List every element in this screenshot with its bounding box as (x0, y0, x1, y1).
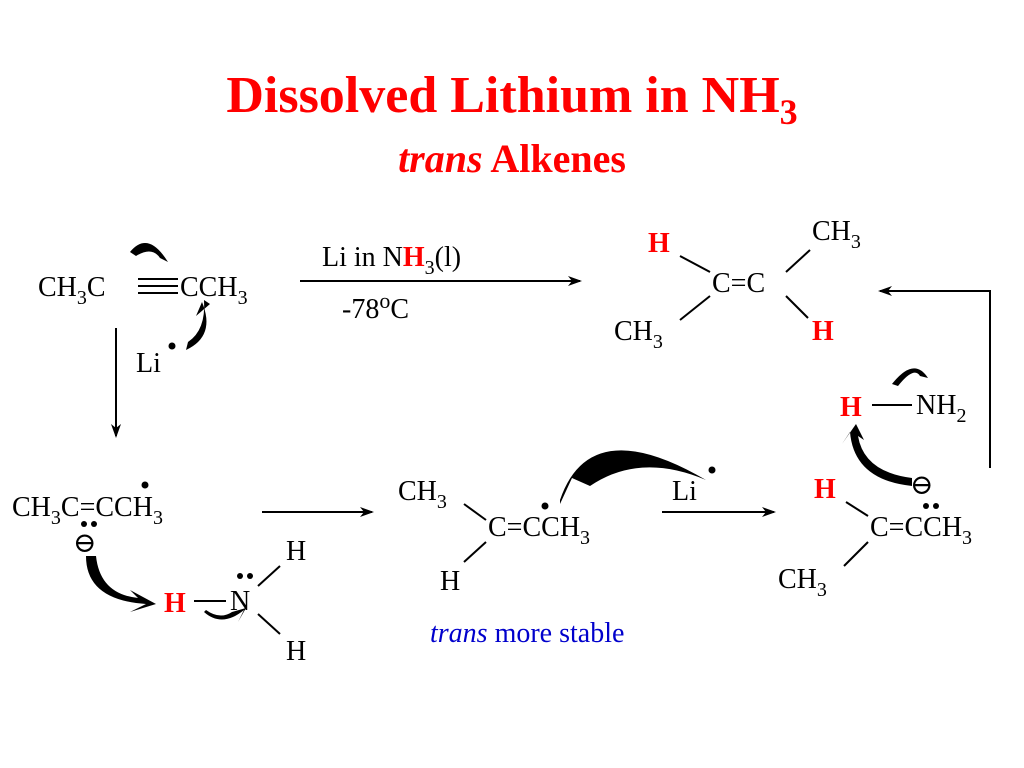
trans-alkene-product: H CH3 C=C CH3 H (614, 216, 861, 353)
radical-anion-formula: CH3C=CCH3 (12, 492, 163, 529)
alkyne-left: CH3C (38, 272, 106, 309)
li-radical-label-2: Li (672, 476, 697, 507)
bond (257, 565, 281, 587)
product-h-top: H (648, 228, 670, 259)
radical-dot (141, 481, 149, 489)
product-h-bottom: H (812, 316, 834, 347)
product-ch3-bottom: CH3 (614, 316, 663, 353)
vinyl-radical-cc: C=CCH3 (488, 512, 590, 549)
vinyl-anion-h-top: H (840, 392, 862, 423)
vinyl-radical: CH3 C=CCH3 H Li (398, 450, 716, 597)
lone-pair-dot (237, 573, 243, 579)
bond (679, 255, 711, 273)
alkyne-right: CCH3 (180, 272, 248, 309)
radical-dot (168, 342, 176, 350)
curved-arrow-icon (842, 424, 912, 486)
radical-dot (541, 502, 549, 510)
bond (843, 541, 869, 567)
lone-pair-dot (81, 521, 87, 527)
caption: trans more stable (430, 618, 624, 649)
curved-arrow-icon (186, 300, 210, 350)
page-title: Dissolved Lithium in NH3 (226, 67, 797, 132)
conditions-bottom: -78oC (342, 288, 409, 325)
curved-arrow-icon (204, 608, 246, 622)
conditions-top: Li in NH3(l) (322, 242, 461, 279)
reaction-arrow-return (878, 286, 991, 468)
product-cc: C=C (712, 268, 765, 299)
lone-pair-dot (247, 573, 253, 579)
ammonia-h-top: H (286, 536, 306, 567)
lone-pair-dot (933, 503, 939, 509)
radical-anion: CH3C=CCH3 ⊖ H N H H (12, 481, 306, 667)
vinyl-anion-ch3: CH3 (778, 564, 827, 601)
product-ch3-top: CH3 (812, 216, 861, 253)
bond (257, 613, 281, 635)
bond (785, 295, 809, 319)
ammonia-h-red: H (164, 588, 186, 619)
bond (845, 501, 869, 517)
li-radical-label: Li (136, 348, 161, 379)
curved-arrow-icon (86, 556, 156, 612)
negative-charge: ⊖ (910, 470, 933, 501)
bond (463, 503, 487, 521)
bond (785, 249, 811, 273)
nh2-label: NH2 (916, 390, 966, 427)
vinyl-radical-ch3: CH3 (398, 476, 447, 513)
bond (463, 541, 487, 563)
ammonia-h-bottom: H (286, 636, 306, 667)
curved-arrow-icon (560, 450, 706, 504)
negative-charge: ⊖ (73, 528, 96, 559)
curved-arrow-icon (892, 368, 928, 386)
bond (679, 295, 711, 321)
radical-dot (708, 466, 716, 474)
vinyl-radical-h: H (440, 566, 460, 597)
vinyl-anion-cc: C=CCH3 (870, 512, 972, 549)
lone-pair-dot (91, 521, 97, 527)
alkyne-molecule: CH3C CCH3 (38, 243, 248, 350)
page-subtitle: trans Alkenes (398, 136, 626, 181)
vinyl-anion-h-left: H (814, 474, 836, 505)
vinyl-anion: H NH2 ⊖ H C=CCH3 CH3 (778, 368, 972, 601)
lone-pair-dot (923, 503, 929, 509)
curved-arrow-icon (130, 243, 168, 262)
